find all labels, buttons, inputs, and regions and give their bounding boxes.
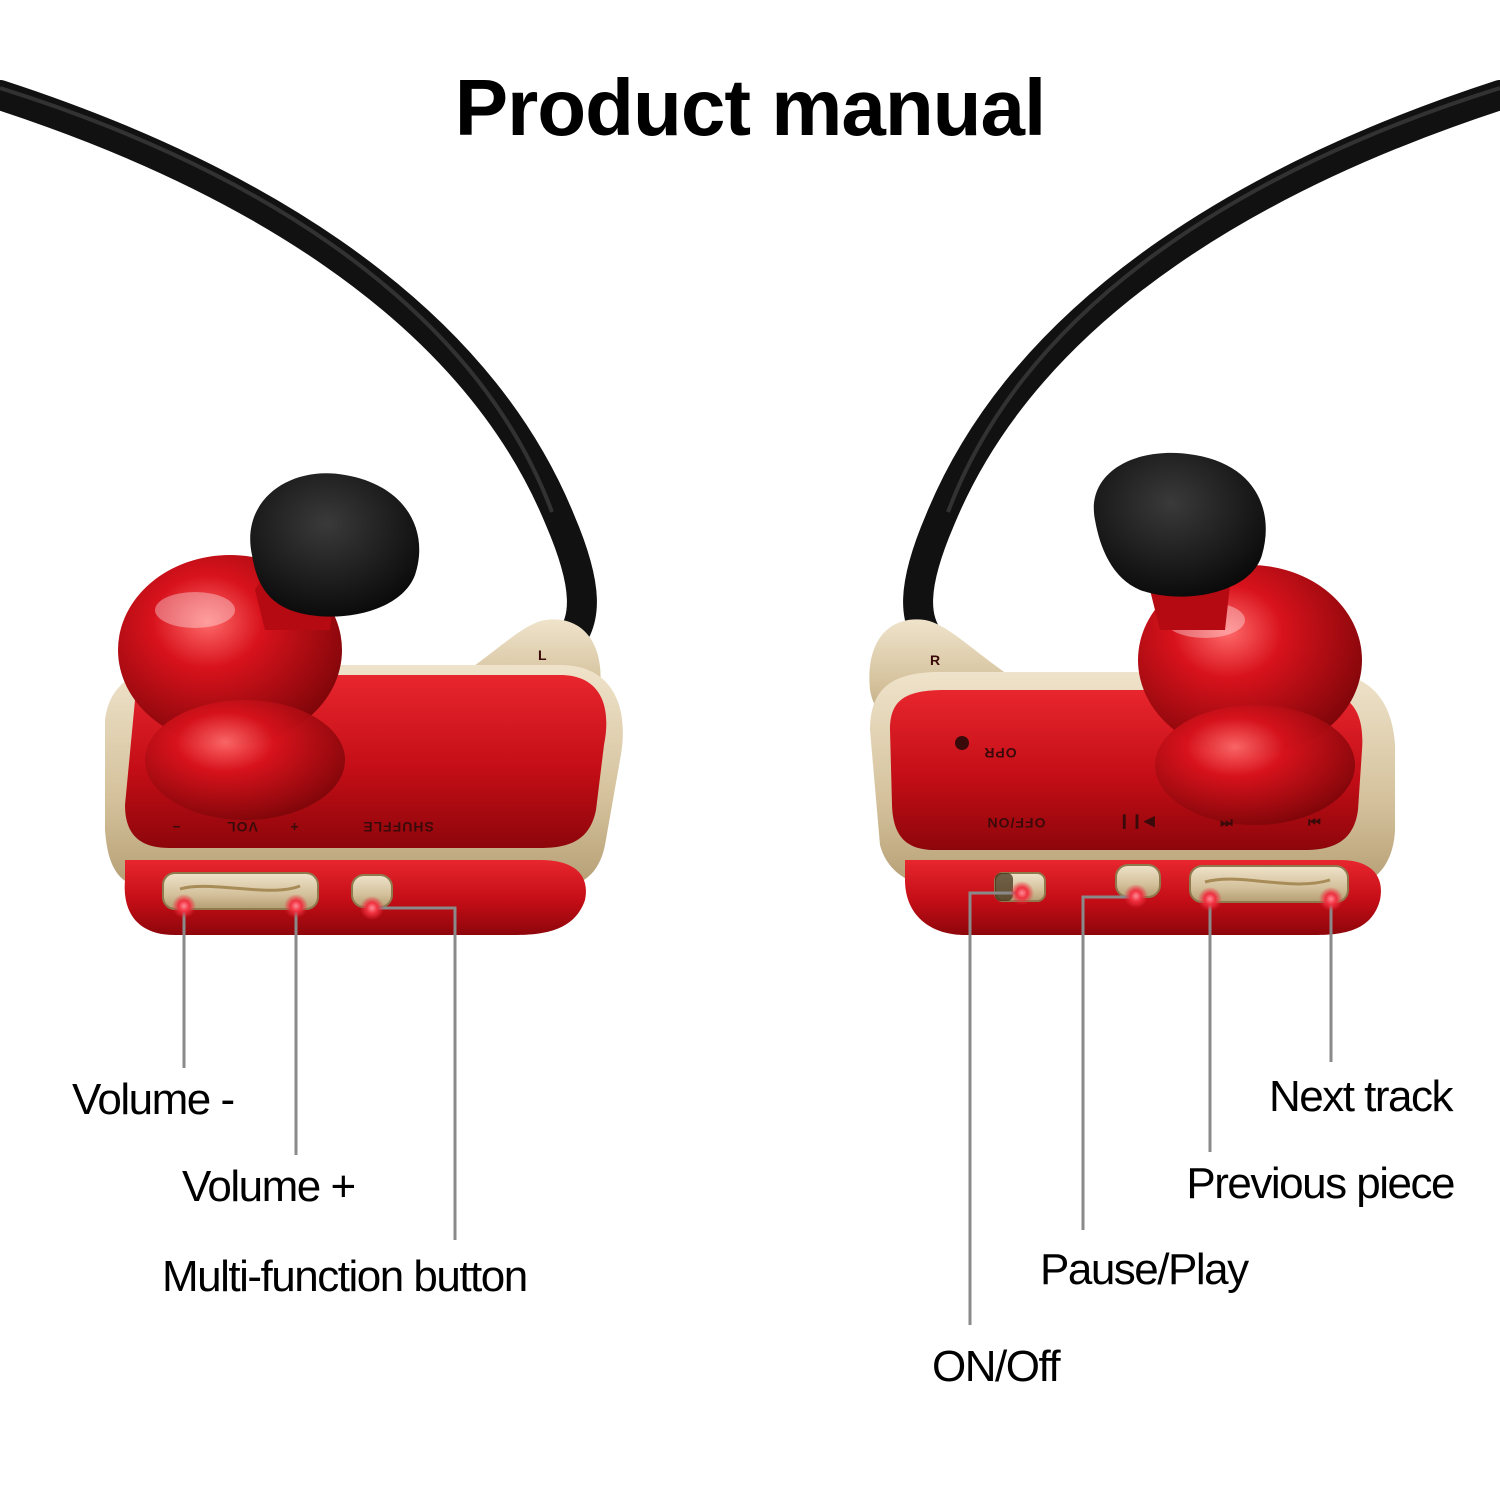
right-opr-indicator — [955, 736, 969, 750]
svg-text:OPR: OPR — [983, 745, 1016, 761]
svg-text:VOL: VOL — [226, 819, 258, 835]
page-title: Product manual — [454, 63, 1047, 152]
label-volume-plus: Volume + — [182, 1162, 356, 1211]
svg-text:⏮: ⏮ — [1219, 815, 1233, 831]
marker-previous-piece — [1198, 887, 1222, 911]
marker-volume-minus — [172, 894, 196, 918]
marker-pause-play — [1124, 884, 1148, 908]
label-pause-play: Pause/Play — [1040, 1245, 1249, 1294]
svg-text:▶❙❙: ▶❙❙ — [1117, 814, 1155, 831]
svg-text:SHUFFLE: SHUFFLE — [362, 819, 434, 835]
right-engraving: OFF/ON — [987, 815, 1046, 831]
left-earbud: SHUFFLE + VOL − L — [0, 80, 623, 935]
svg-text:−: − — [171, 819, 180, 835]
label-multi-function-button: Multi-function button — [162, 1252, 528, 1301]
left-engraving: SHUFFLE + VOL − — [171, 819, 433, 835]
right-cable — [903, 80, 1500, 655]
leader-on-off — [968, 891, 1022, 1325]
marker-volume-plus — [284, 894, 308, 918]
svg-text:R: R — [930, 652, 941, 668]
svg-text:OFF/ON: OFF/ON — [987, 815, 1046, 831]
svg-text:L: L — [538, 647, 548, 663]
svg-text:⏭: ⏭ — [1307, 815, 1321, 831]
right-engraving-prev: ⏮ — [1219, 815, 1233, 831]
callout-markers — [172, 881, 1343, 920]
right-track-rocker[interactable] — [1189, 865, 1349, 903]
label-volume-minus: Volume - — [72, 1075, 235, 1124]
left-cable — [0, 80, 597, 655]
right-engraving-opr: OPR — [983, 745, 1016, 761]
label-next-track: Next track — [1268, 1072, 1454, 1121]
svg-text:+: + — [289, 819, 298, 835]
marker-multi-function — [360, 896, 384, 920]
callout-leaders — [182, 891, 1333, 1325]
right-engraving-play: ▶❙❙ — [1117, 814, 1155, 831]
leader-multi-function — [372, 906, 457, 1240]
right-earbud: OPR OFF/ON ▶❙❙ ⏮ ⏭ R — [869, 80, 1500, 935]
right-ear-tip — [1093, 452, 1266, 597]
left-ear-tip — [250, 473, 420, 617]
leader-pause-play — [1081, 895, 1136, 1230]
marker-next-track — [1319, 887, 1343, 911]
label-previous-piece: Previous piece — [1186, 1159, 1455, 1208]
marker-on-off — [1010, 881, 1034, 905]
label-on-off: ON/Off — [932, 1342, 1061, 1391]
right-engraving-next: ⏭ — [1307, 815, 1321, 831]
left-volume-rocker[interactable] — [162, 872, 319, 910]
